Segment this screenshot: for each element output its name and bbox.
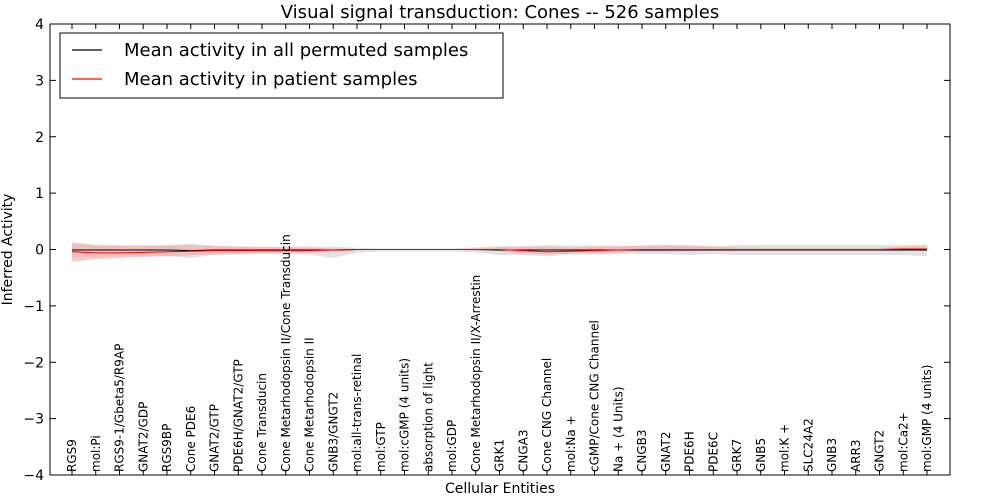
series-lines [71,248,927,254]
category-labels: RGS9 mol:Pi RGS9-1/Gbeta5/R9AP GNAT2/GDP RGS… [65,24,934,475]
category-label: absorption of light [421,362,435,472]
category-label: mol:Pi [89,435,103,472]
category-label: mol:Ca2+ [896,412,910,472]
y-tick-label: −1 [23,299,44,315]
category-label: GRK7 [730,439,744,472]
category-label: GNB5 [754,438,768,472]
category-label: PDE6C [706,432,720,472]
category-label: GNAT2 [659,431,673,472]
category-label: CNGA3 [516,430,530,473]
category-label: GNAT2/GTP [208,404,222,472]
category-label: GNGT2 [873,430,887,472]
legend-label-0: Mean activity in all permuted samples [124,40,468,61]
category-label: GNB3 [825,438,839,472]
y-axis-label: Inferred Activity [0,194,16,306]
category-label: ARR3 [849,439,863,472]
y-tick-label: 0 [35,243,44,259]
series-1-band [72,242,927,262]
category-label: SLC24A2 [801,418,815,472]
x-axis-label: Cellular Entities [445,481,555,497]
category-label: Cone Metarhodopsin II [303,337,317,472]
chart-title: Visual signal transduction: Cones -- 526… [281,2,719,23]
y-tick-label: 1 [35,186,44,202]
category-label: mol:all-trans-retinal [350,354,364,472]
category-label: Cone Metarhodopsin II/X-Arrestin [469,275,483,472]
category-label: mol:Na + [564,415,578,472]
y-tick-label: −3 [23,412,44,428]
category-label: RGS9 [65,439,79,472]
category-label: mol:GDP [445,420,459,472]
confidence-bands [72,242,927,262]
category-label: RGS9-1/Gbeta5/R9AP [113,344,127,472]
category-label: Cone CNG Channel [540,358,554,472]
category-label: mol:GTP [374,422,388,472]
series-0-line [72,249,927,252]
y-tick-label: 2 [35,130,44,146]
series-1-line [71,248,927,254]
y-axis: −4 −3 −2 −1 0 1 2 3 4 [23,17,950,484]
y-tick-label: −2 [23,355,44,371]
category-label: GNB3/GNGT2 [326,392,340,472]
category-label: GRK1 [493,439,507,472]
category-label: mol:GMP (4 units) [920,365,934,472]
category-label: cGMP/Cone CNG Channel [588,320,602,472]
y-tick-label: 4 [35,17,44,33]
category-label: Cone Metarhodopsin II/Cone Transducin [279,234,293,472]
legend-box [59,32,504,99]
y-tick-label: 3 [35,73,44,89]
category-label: Na + (4 Units) [611,386,625,472]
category-label: PDE6H/GNAT2/GTP [231,359,245,472]
category-label: Cone Transducin [255,373,269,472]
category-label: GNAT2/GDP [136,402,150,472]
legend-label-1: Mean activity in patient samples [124,69,418,90]
category-label: PDE6H [683,431,697,472]
category-label: mol:cGMP (4 units) [398,358,412,472]
category-label: CNGB3 [635,429,649,472]
category-label: RGS9BP [160,424,174,472]
legend: Mean activity in all permuted samplesMea… [59,32,504,99]
category-label: Cone PDE6 [184,406,198,472]
y-tick-label: −4 [23,468,44,484]
category-label: mol:K + [778,424,792,472]
